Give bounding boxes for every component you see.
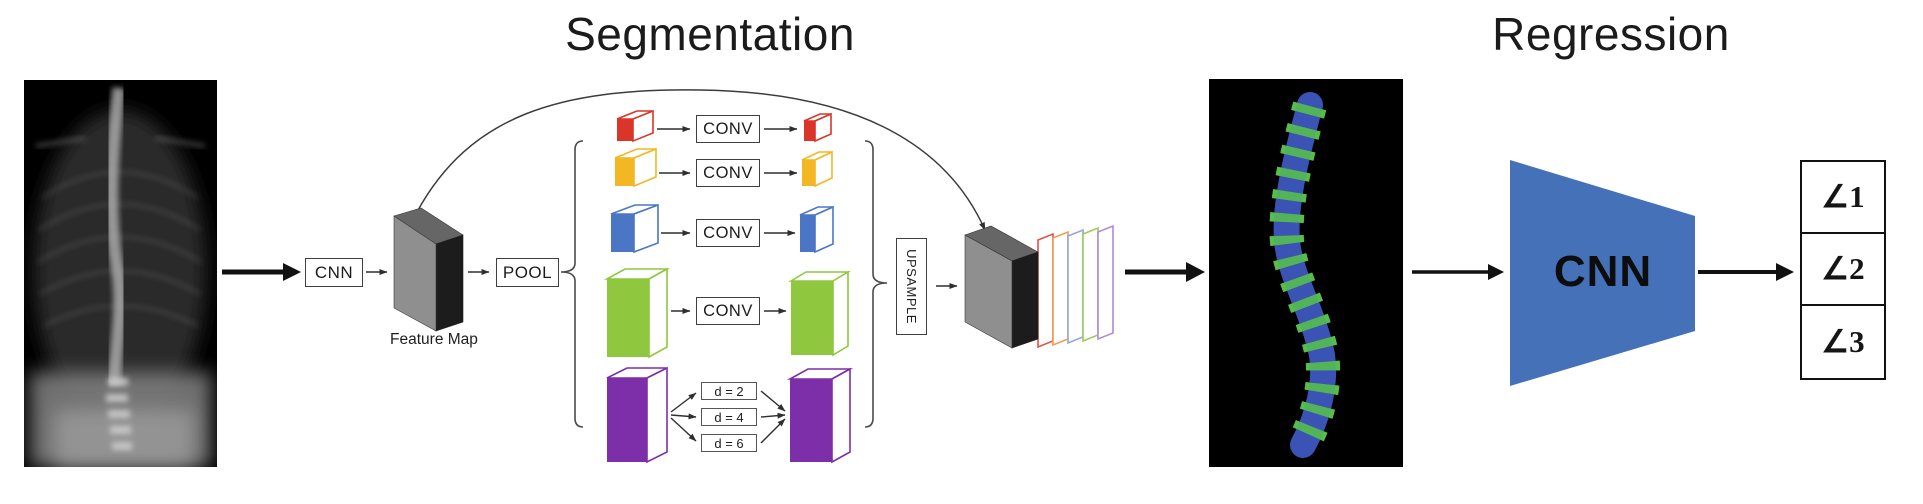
dilation-box-d6: d = 6: [701, 434, 757, 452]
angle-output-stack: ∠1 ∠2 ∠3: [1800, 160, 1886, 380]
pool-box: POOL: [496, 258, 559, 287]
conv-box-red: CONV: [696, 115, 760, 143]
arrow-regcnn-to-angles: [1698, 263, 1794, 281]
feature-map-label: Feature Map: [390, 331, 478, 348]
angle-output-2: ∠2: [1802, 234, 1884, 306]
output-cube-red: [803, 112, 832, 143]
branch-arrows: [657, 126, 798, 314]
input-cube-blue: [610, 203, 659, 254]
feature-map-3d: [393, 207, 464, 332]
xray-image-panel: [24, 80, 217, 467]
xray-image: [24, 80, 217, 467]
dilation-fan-arrows: [670, 390, 786, 444]
angle-output-1: ∠1: [1802, 162, 1884, 234]
segmentation-title: Segmentation: [565, 8, 855, 60]
input-cube-yellow: [614, 147, 657, 188]
upsample-box: UPSAMPLE: [896, 238, 927, 335]
dilation-box-d2: d = 2: [701, 382, 757, 400]
output-cube-yellow: [801, 150, 833, 188]
output-slab-green: [788, 270, 851, 357]
upsample-label: UPSAMPLE: [904, 249, 919, 324]
dilation-box-d4: d = 4: [701, 408, 757, 426]
conv-box-blue: CONV: [696, 219, 760, 247]
arrow-segmented-to-regcnn: [1412, 264, 1504, 280]
arrow-stack-to-segmented: [1125, 262, 1205, 282]
segmented-spine-panel: [1209, 79, 1403, 467]
cnn-box: CNN: [305, 258, 363, 287]
regression-cnn-label: CNN: [1553, 247, 1653, 296]
segmented-spine-image: [1209, 79, 1403, 467]
input-slab-green: [603, 267, 671, 359]
output-cube-blue: [799, 205, 834, 254]
input-cube-red: [616, 109, 654, 143]
output-slab-purple: [786, 367, 854, 464]
regression-cnn-trapezoid: [1510, 160, 1695, 386]
regression-title: Regression: [1492, 8, 1730, 60]
arrow-xray-to-cnn: [222, 263, 301, 281]
skip-connection-arc: [416, 89, 986, 231]
conv-box-yellow: CONV: [696, 159, 760, 187]
conv-box-green: CONV: [696, 297, 760, 325]
left-brace: [560, 140, 584, 428]
input-slab-purple: [606, 366, 668, 464]
concat-stack: [964, 224, 1114, 349]
angle-output-3: ∠3: [1821, 324, 1865, 359]
right-brace: [864, 140, 888, 428]
